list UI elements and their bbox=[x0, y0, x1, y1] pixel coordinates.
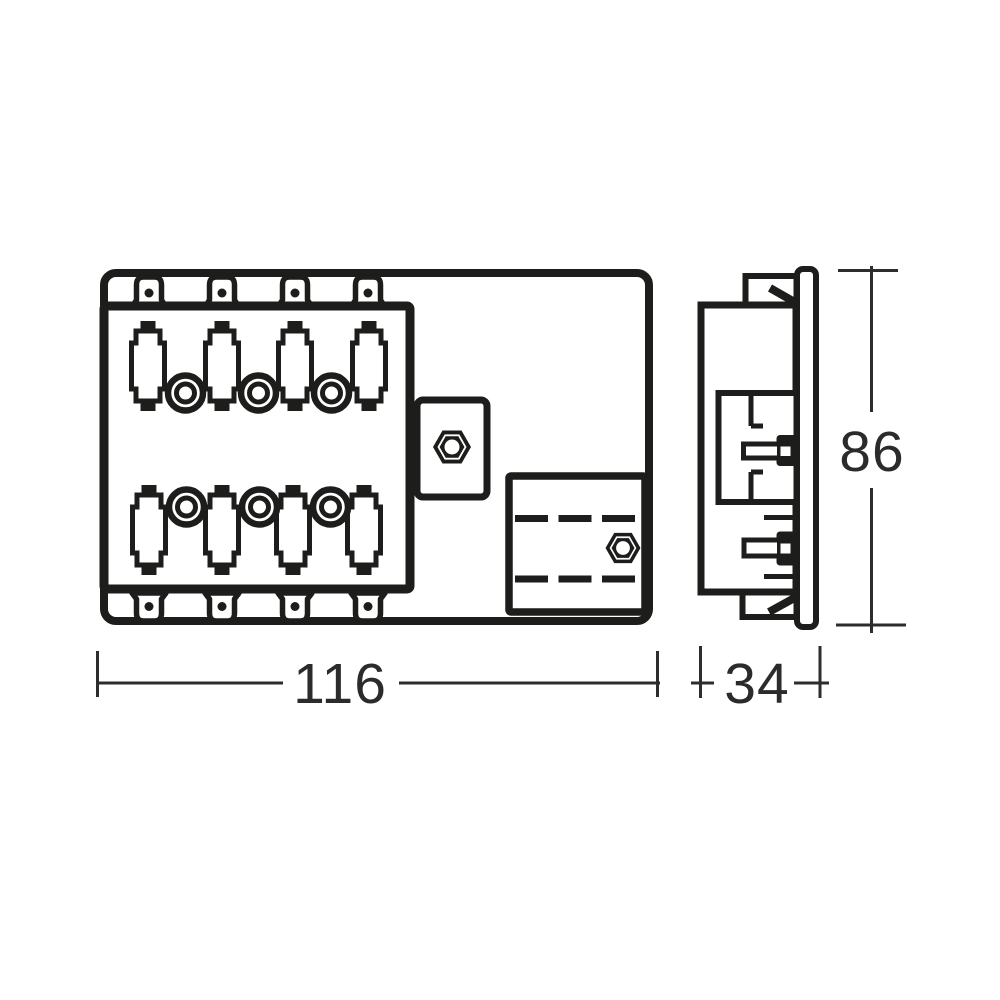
dimension-height: 86 bbox=[836, 266, 906, 633]
fuse-element-icon bbox=[132, 321, 165, 411]
side-view bbox=[697, 266, 819, 630]
dimension-depth: 34 bbox=[691, 646, 829, 716]
fuse-element-icon bbox=[206, 485, 239, 575]
stud-bolt-upper bbox=[741, 435, 797, 466]
terminal-tab-icon bbox=[132, 593, 166, 621]
rivet-ring-icon bbox=[242, 490, 277, 525]
dim-depth-label: 34 bbox=[724, 652, 789, 716]
bolt-slot bbox=[780, 543, 791, 554]
fuse-element-icon bbox=[348, 485, 381, 575]
terminal-tab-icon bbox=[205, 593, 239, 621]
front-view bbox=[99, 269, 653, 625]
rivet-ring-icon bbox=[168, 376, 203, 411]
dim-height-label: 86 bbox=[839, 420, 904, 484]
rivet-ring-icon bbox=[313, 490, 348, 525]
bolt-slot bbox=[780, 446, 791, 456]
terminal-tab-icon bbox=[278, 593, 312, 621]
bolt-shaft bbox=[741, 441, 782, 461]
terminal-tab-icon bbox=[351, 593, 385, 621]
fuse-element-icon bbox=[279, 321, 312, 411]
clip-stroke-bottom bbox=[767, 592, 800, 616]
dimension-width: 116 bbox=[96, 651, 660, 716]
rivet-ring-icon bbox=[314, 376, 349, 411]
dim-width-label: 116 bbox=[293, 652, 387, 716]
rivet-ring-icon bbox=[241, 376, 276, 411]
dimension-annotations: 116 34 86 bbox=[96, 266, 906, 716]
fuse-element-icon bbox=[353, 321, 386, 411]
rivet-ring-icon bbox=[169, 490, 204, 525]
mounting-flange bbox=[794, 266, 819, 630]
bolt-shaft bbox=[741, 537, 782, 559]
stud-bolt-lower bbox=[741, 531, 797, 566]
fuse-element-icon bbox=[133, 485, 166, 575]
fuse-element-icon bbox=[206, 321, 239, 411]
cover-box bbox=[505, 472, 649, 616]
fuse-element-icon bbox=[277, 485, 310, 575]
clip-stroke-top bbox=[768, 284, 800, 308]
